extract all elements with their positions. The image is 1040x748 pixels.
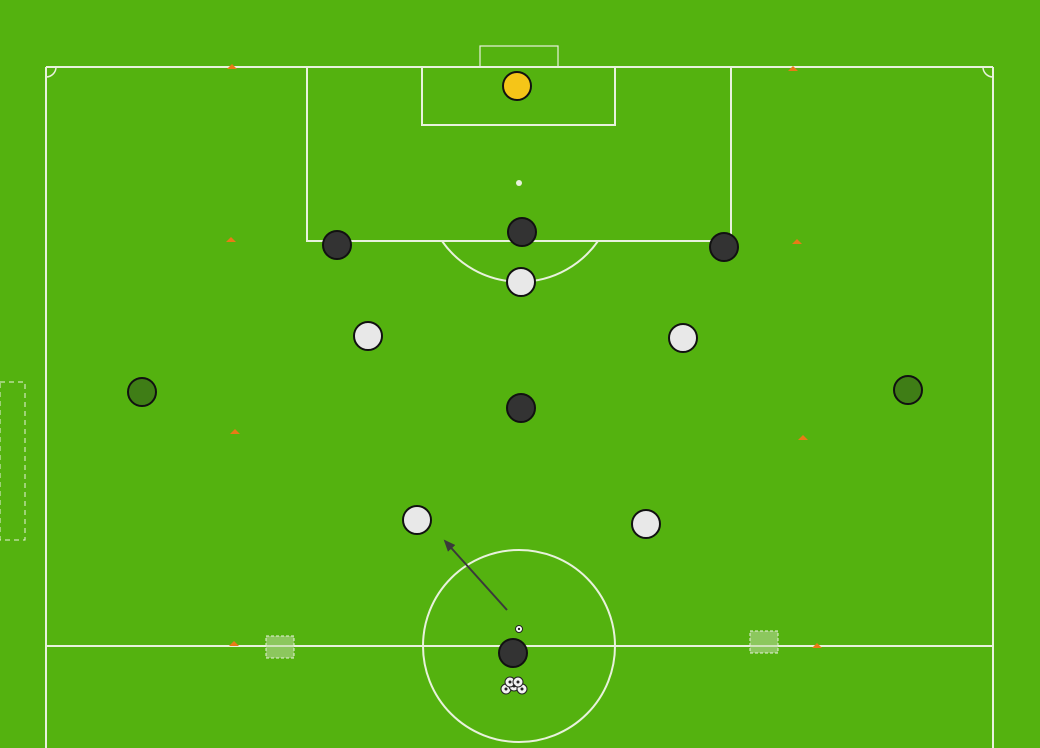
mini-goal: [265, 635, 295, 659]
substitution-zone: [0, 381, 26, 541]
player-dark[interactable]: [322, 230, 352, 260]
cone: [227, 64, 237, 69]
cone: [229, 641, 239, 646]
player-neutral-green[interactable]: [893, 375, 923, 405]
player-white[interactable]: [506, 267, 536, 297]
cone: [226, 237, 236, 242]
corner-arc-left: [45, 66, 57, 78]
ball: [515, 625, 523, 633]
cone: [812, 643, 822, 648]
cone: [788, 66, 798, 71]
mini-goals: [265, 630, 779, 659]
players: [127, 71, 923, 668]
player-dark[interactable]: [709, 232, 739, 262]
player-goalkeeper[interactable]: [502, 71, 532, 101]
player-white[interactable]: [631, 509, 661, 539]
cone: [230, 429, 240, 434]
player-dark[interactable]: [498, 638, 528, 668]
ball-pile: [500, 676, 528, 695]
player-white[interactable]: [402, 505, 432, 535]
player-neutral-green[interactable]: [127, 377, 157, 407]
center-circle: [422, 549, 616, 743]
movement-arrow: [443, 539, 508, 611]
player-white[interactable]: [668, 323, 698, 353]
player-white[interactable]: [353, 321, 383, 351]
cone: [798, 435, 808, 440]
penalty-spot: [516, 180, 522, 186]
cone: [792, 239, 802, 244]
corner-arc-right: [982, 66, 994, 78]
cones: [226, 64, 822, 648]
player-dark[interactable]: [506, 393, 536, 423]
player-dark[interactable]: [507, 217, 537, 247]
mini-goal: [749, 630, 779, 654]
